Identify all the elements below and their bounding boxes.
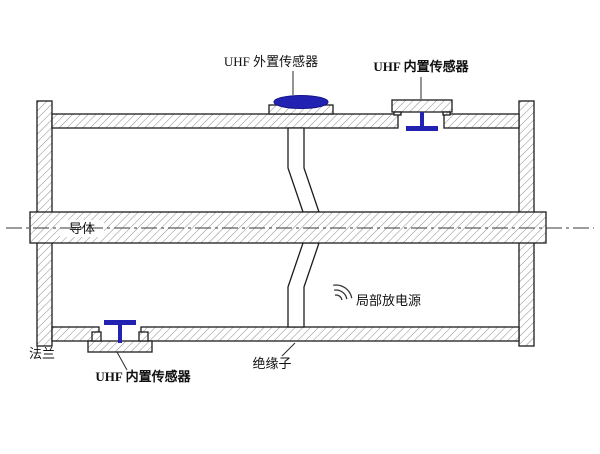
insulator-upper	[287, 127, 320, 213]
internal-sensor-top-cover	[391, 99, 453, 113]
insulator-leader	[281, 342, 296, 357]
internal-sensor-bottom-tab-right	[138, 331, 149, 342]
internal-sensor-bottom-leader	[116, 351, 128, 371]
internal-sensor-bottom-antenna	[104, 320, 136, 325]
insulator-label: 绝缘子	[252, 356, 291, 371]
internal-sensor-bottom-label: UHF 内置传感器	[95, 369, 191, 384]
pd-source-label: 局部放电源	[356, 293, 421, 308]
insulator-lower	[287, 242, 320, 328]
top-wall-left	[51, 113, 399, 129]
external-sensor-disc	[273, 95, 329, 109]
internal-sensor-top-label: UHF 内置传感器	[373, 59, 469, 74]
internal-sensor-top-stem	[420, 112, 424, 128]
internal-sensor-top-foot-right	[442, 111, 451, 116]
internal-sensor-top-foot-left	[393, 111, 402, 116]
internal-sensor-bottom-tab-left	[91, 331, 102, 342]
flange-label: 法兰	[29, 346, 55, 361]
bottom-wall-right	[140, 326, 520, 342]
top-wall-right	[443, 113, 520, 129]
internal-sensor-bottom-stem	[118, 325, 122, 343]
external-sensor-label: UHF 外置传感器	[224, 54, 318, 69]
internal-sensor-top-antenna	[406, 126, 438, 131]
pd-source-icon	[333, 284, 353, 301]
